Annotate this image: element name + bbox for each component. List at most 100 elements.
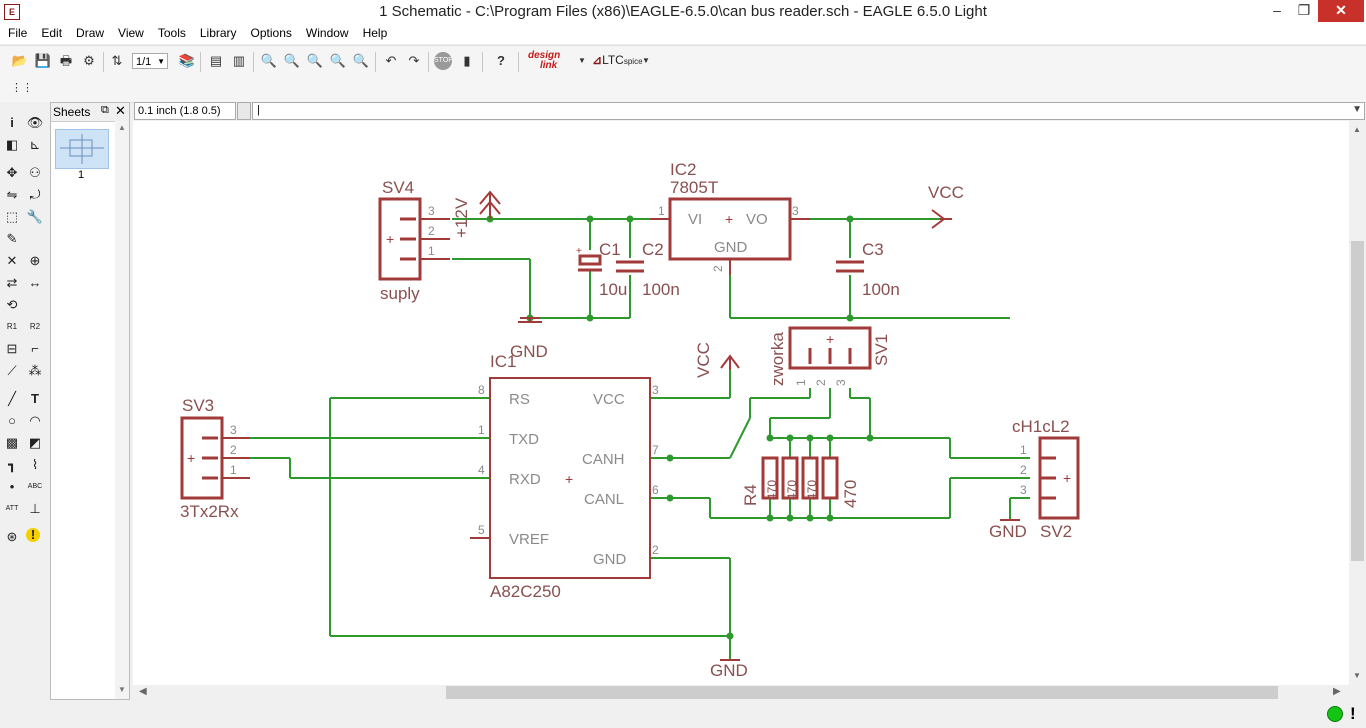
gateswap-icon[interactable]: ⟲ <box>6 297 18 312</box>
sheet-select[interactable]: 1/1▼ <box>132 53 168 69</box>
move-icon[interactable]: ✥ <box>6 165 18 180</box>
eagle-app-icon[interactable]: E <box>4 4 20 20</box>
menu-window[interactable]: Window <box>305 26 349 40</box>
display-icon[interactable]: ◧ <box>5 137 19 152</box>
arc-icon[interactable]: ◠ <box>29 413 41 428</box>
board-switch-icon[interactable]: ⇅ <box>111 53 123 68</box>
library-icon[interactable]: 📚 <box>178 53 196 68</box>
sheets-scrollbar[interactable]: ▲ ▼ <box>115 121 129 699</box>
close-button[interactable]: ✕ <box>1318 0 1364 22</box>
replace-icon[interactable]: ↔ <box>28 275 42 290</box>
menu-options[interactable]: Options <box>250 26 292 40</box>
save-icon[interactable]: 💾 <box>34 53 52 68</box>
redo-icon[interactable]: ↷ <box>408 53 420 68</box>
vcc-top-label: VCC <box>928 183 964 202</box>
delete-icon[interactable]: ✕ <box>6 253 18 268</box>
paste-icon[interactable]: ✎ <box>6 231 18 246</box>
copy-icon[interactable]: ⚇ <box>29 165 41 180</box>
chevron-down-icon[interactable]: ▼ <box>578 56 586 65</box>
pinswap-icon[interactable]: ⇄ <box>6 275 18 290</box>
gnd-bottom-label: GND <box>710 661 748 680</box>
net-icon[interactable]: ⌇ <box>31 457 39 472</box>
rect-icon[interactable]: ▩ <box>5 435 19 450</box>
minimize-button[interactable]: – <box>1273 2 1281 18</box>
window-title: 1 Schematic - C:\Program Files (x86)\EAG… <box>379 3 987 20</box>
mirror-icon[interactable]: ⇋ <box>6 187 18 202</box>
circle-icon[interactable]: ○ <box>8 413 16 428</box>
pin-icon[interactable]: ⧉ <box>101 104 109 116</box>
zoom-in-icon[interactable]: 🔍 <box>283 53 301 68</box>
ic2-value: 7805T <box>670 178 718 197</box>
wire-icon[interactable]: ╱ <box>8 391 16 406</box>
chevron-down-icon[interactable]: ▼ <box>1352 104 1362 115</box>
sv3-name: SV3 <box>182 396 214 415</box>
menu-edit[interactable]: Edit <box>41 26 63 40</box>
vertical-scroll-thumb[interactable] <box>1351 241 1364 561</box>
group-icon[interactable]: ⬚ <box>5 209 19 224</box>
sv2-value: cH1cL2 <box>1012 417 1070 436</box>
sv3-pin3: 3 <box>230 423 237 437</box>
sv1-value: zworka <box>768 332 787 386</box>
bus-icon[interactable]: ┓ <box>8 457 16 472</box>
vertical-scrollbar[interactable]: ▲ ▼ <box>1349 121 1366 685</box>
text-icon[interactable]: T <box>31 391 39 406</box>
go-icon[interactable]: ▮ <box>463 53 471 68</box>
rotate-icon[interactable]: ⤾ <box>29 187 41 202</box>
sheets-title: Sheets <box>53 105 91 119</box>
vcc-ic1-label: VCC <box>694 342 713 378</box>
open-icon[interactable]: 📂 <box>11 53 29 68</box>
menu-draw[interactable]: Draw <box>76 26 105 40</box>
coordinate-button[interactable] <box>237 102 251 120</box>
chevron-down-icon[interactable]: ▼ <box>642 56 650 65</box>
undo-icon[interactable]: ↶ <box>385 53 397 68</box>
stop-icon[interactable]: STOP <box>434 52 453 70</box>
script-icon[interactable]: ▤ <box>209 53 223 68</box>
cam-processor-icon[interactable]: ⚙ <box>83 53 95 68</box>
horizontal-scrollbar[interactable]: ◀ ▶ <box>133 685 1349 700</box>
zoom-out-icon[interactable]: 🔍 <box>306 53 324 68</box>
change-icon[interactable]: 🔧 <box>26 209 44 224</box>
split-icon[interactable]: ⟋ <box>7 363 17 378</box>
invoke-icon[interactable]: ⁂ <box>28 363 42 378</box>
label-icon[interactable]: ABC <box>27 483 43 490</box>
print-icon[interactable]: 🖶 <box>59 53 73 68</box>
mark-icon[interactable]: ⊾ <box>29 137 41 152</box>
horizontal-scroll-thumb[interactable] <box>446 686 1278 699</box>
show-icon[interactable]: 👁 <box>26 115 44 130</box>
close-icon[interactable]: ✕ <box>115 103 126 118</box>
zoom-fit-icon[interactable]: 🔍 <box>260 53 278 68</box>
ic2-plus: + <box>725 211 733 227</box>
value-icon[interactable]: R2 <box>29 322 41 331</box>
menu-file[interactable]: File <box>8 26 28 40</box>
attribute-icon[interactable]: ATT <box>5 505 19 512</box>
menu-tools[interactable]: Tools <box>157 26 186 40</box>
help-icon[interactable]: ? <box>497 53 505 68</box>
schematic-canvas[interactable]: SV4 suply IC2 7805T VCC C1 10u C2 100n C… <box>133 121 1349 685</box>
polygon-icon[interactable]: ◩ <box>28 435 42 450</box>
menu-library[interactable]: Library <box>199 26 237 40</box>
add-icon[interactable]: ⊕ <box>29 253 41 268</box>
dimension-icon[interactable]: ⊥ <box>29 501 41 516</box>
info-icon[interactable]: i <box>10 115 14 130</box>
zoom-redraw-icon[interactable]: 🔍 <box>329 53 347 68</box>
maximize-button[interactable]: ❐ <box>1297 2 1311 18</box>
junction-icon[interactable]: • <box>9 479 15 494</box>
command-line-input[interactable]: |▼ <box>252 102 1365 120</box>
ic1-pin4: 4 <box>478 463 485 477</box>
smash-icon[interactable]: ⊟ <box>6 341 18 356</box>
sheet-thumbnail[interactable] <box>55 129 109 169</box>
ltspice-button[interactable]: ⊿LTCspice <box>592 53 643 67</box>
menu-view[interactable]: View <box>118 26 144 40</box>
title-bar: E 1 Schematic - C:\Program Files (x86)\E… <box>0 0 1366 24</box>
ic1-rs: RS <box>509 391 530 408</box>
grid-icon[interactable]: ⋮⋮ <box>11 82 33 94</box>
menu-help[interactable]: Help <box>362 26 388 40</box>
errors-icon[interactable]: ! <box>26 528 40 542</box>
miter-icon[interactable]: ⌐ <box>31 341 39 356</box>
stop-command-icon[interactable]: ! <box>1350 704 1356 723</box>
zoom-select-icon[interactable]: 🔍 <box>352 53 370 68</box>
name-icon[interactable]: R1 <box>6 322 18 331</box>
ulp-icon[interactable]: ▥ <box>232 53 246 68</box>
erc-icon[interactable]: ⊛ <box>6 529 18 544</box>
